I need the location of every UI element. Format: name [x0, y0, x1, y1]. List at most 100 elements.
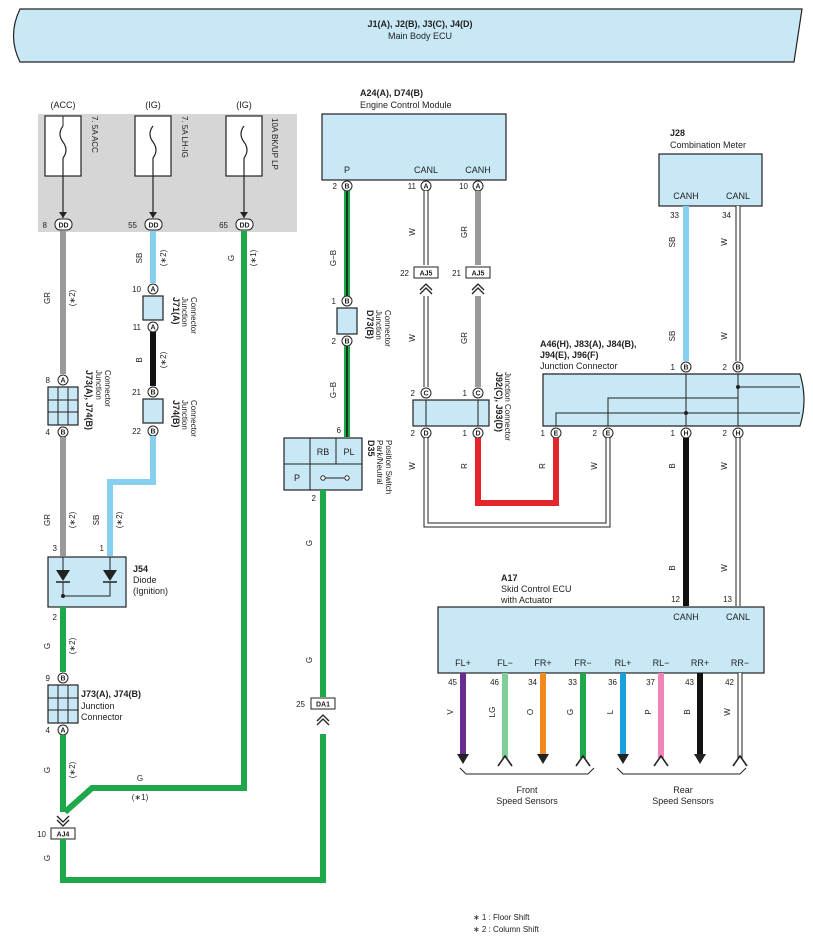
- fuse-bkup-source: (IG): [236, 100, 252, 110]
- sensor-term: FL−: [497, 658, 513, 668]
- svg-text:GR: GR: [43, 514, 52, 526]
- svg-text:11: 11: [133, 323, 142, 332]
- svg-text:E: E: [606, 431, 611, 438]
- sensor-term: RR+: [691, 658, 709, 668]
- svg-text:AJ4: AJ4: [57, 832, 70, 839]
- svg-text:(∗2): (∗2): [159, 249, 168, 266]
- svg-text:J74(B): J74(B): [171, 400, 181, 428]
- svg-text:C: C: [475, 391, 480, 398]
- svg-text:Connector: Connector: [81, 712, 123, 722]
- svg-text:Engine Control Module: Engine Control Module: [360, 100, 452, 110]
- arrow-up-icon: [653, 754, 669, 767]
- svg-text:1: 1: [463, 389, 468, 398]
- svg-text:Speed Sensors: Speed Sensors: [496, 796, 558, 806]
- svg-text:SB: SB: [92, 515, 101, 526]
- svg-text:E: E: [554, 431, 559, 438]
- svg-text:C: C: [423, 391, 428, 398]
- svg-text:CANL: CANL: [414, 165, 438, 175]
- sensor-wire-color: V: [446, 709, 455, 715]
- svg-text:4: 4: [46, 428, 51, 437]
- svg-text:1: 1: [671, 363, 676, 372]
- svg-text:B: B: [735, 365, 740, 372]
- svg-text:with Actuator: with Actuator: [500, 595, 553, 605]
- svg-text:W: W: [408, 228, 417, 236]
- svg-text:33: 33: [670, 211, 679, 220]
- svg-text:8: 8: [43, 221, 48, 230]
- arrow-up-icon: [575, 754, 591, 767]
- svg-text:2: 2: [411, 429, 416, 438]
- svg-text:PL: PL: [343, 447, 354, 457]
- sensor-wire-color: G: [566, 709, 575, 715]
- svg-text:J94(E), J96(F): J94(E), J96(F): [540, 350, 599, 360]
- svg-text:RB: RB: [317, 447, 330, 457]
- svg-text:CANL: CANL: [726, 612, 750, 622]
- fuse-acc: [44, 115, 82, 177]
- svg-text:2: 2: [723, 429, 728, 438]
- svg-text:B: B: [683, 365, 688, 372]
- svg-text:J73(A), J74(B): J73(A), J74(B): [84, 370, 94, 430]
- svg-text:DD: DD: [58, 223, 68, 230]
- svg-text:(∗2): (∗2): [68, 511, 77, 528]
- svg-text:P: P: [294, 473, 300, 483]
- svg-text:13: 13: [723, 595, 732, 604]
- svg-text:Skid Control ECU: Skid Control ECU: [501, 584, 572, 594]
- svg-text:1: 1: [671, 429, 676, 438]
- svg-text:Position Switch: Position Switch: [384, 440, 393, 494]
- main-body-ecu-ref: J1(A), J2(B), J3(C), J4(D): [367, 19, 472, 29]
- main-body-ecu-name: Main Body ECU: [388, 31, 452, 41]
- svg-text:B: B: [60, 676, 65, 683]
- svg-text:Combination Meter: Combination Meter: [670, 140, 746, 150]
- svg-text:(∗1): (∗1): [249, 249, 258, 266]
- svg-text:12: 12: [671, 595, 680, 604]
- svg-text:65: 65: [219, 221, 228, 230]
- svg-text:Connector: Connector: [103, 370, 112, 407]
- svg-text:9: 9: [46, 674, 51, 683]
- svg-text:(∗1): (∗1): [132, 793, 149, 802]
- svg-text:G−B: G−B: [329, 250, 338, 266]
- arrow-up-icon: [732, 754, 748, 767]
- svg-text:J54: J54: [133, 564, 148, 574]
- svg-text:Junction: Junction: [81, 701, 115, 711]
- svg-text:25: 25: [296, 700, 305, 709]
- svg-text:22: 22: [400, 269, 409, 278]
- svg-text:SB: SB: [668, 237, 677, 248]
- svg-text:G−B: G−B: [329, 382, 338, 398]
- svg-text:W: W: [720, 238, 729, 246]
- svg-text:AJ5: AJ5: [472, 271, 485, 278]
- sensor-term: FR+: [534, 658, 551, 668]
- svg-text:Connector: Connector: [189, 400, 198, 437]
- ecm-box: [321, 113, 507, 181]
- sensor-pin: 36: [608, 678, 617, 687]
- svg-text:J71(A): J71(A): [171, 297, 181, 325]
- fuse-bkup-label: 10A BK/UP LP: [270, 118, 279, 170]
- svg-text:(∗2): (∗2): [115, 511, 124, 528]
- svg-text:H: H: [735, 431, 740, 438]
- svg-text:10: 10: [132, 285, 141, 294]
- svg-text:CANL: CANL: [726, 191, 750, 201]
- svg-text:55: 55: [128, 221, 137, 230]
- sensor-term: FL+: [455, 658, 471, 668]
- svg-text:D73(B): D73(B): [365, 310, 375, 339]
- svg-text:R: R: [538, 463, 547, 469]
- svg-text:2: 2: [332, 337, 337, 346]
- sensor-wire-color: L: [606, 709, 615, 714]
- svg-text:J73(A), J74(B): J73(A), J74(B): [81, 689, 141, 699]
- svg-text:(∗2): (∗2): [68, 289, 77, 306]
- svg-text:A: A: [423, 184, 428, 191]
- fuse-lhig-source: (IG): [145, 100, 161, 110]
- skid-ecu-box: [437, 606, 765, 674]
- svg-text:2: 2: [312, 494, 317, 503]
- svg-text:W: W: [408, 462, 417, 470]
- svg-text:B: B: [135, 357, 144, 362]
- svg-text:1: 1: [100, 544, 105, 553]
- svg-text:Diode: Diode: [133, 575, 157, 585]
- sensor-term: RL−: [653, 658, 670, 668]
- svg-text:(∗2): (∗2): [68, 637, 77, 654]
- sensor-pin: 45: [448, 678, 457, 687]
- fuse-lhig-label: 7. 5A LH-IG: [180, 116, 189, 158]
- svg-text:H: H: [683, 431, 688, 438]
- svg-text:4: 4: [46, 726, 51, 735]
- arrow-down-icon: [457, 754, 469, 764]
- svg-text:Junction Connector: Junction Connector: [540, 361, 618, 371]
- svg-text:D35: D35: [366, 440, 376, 457]
